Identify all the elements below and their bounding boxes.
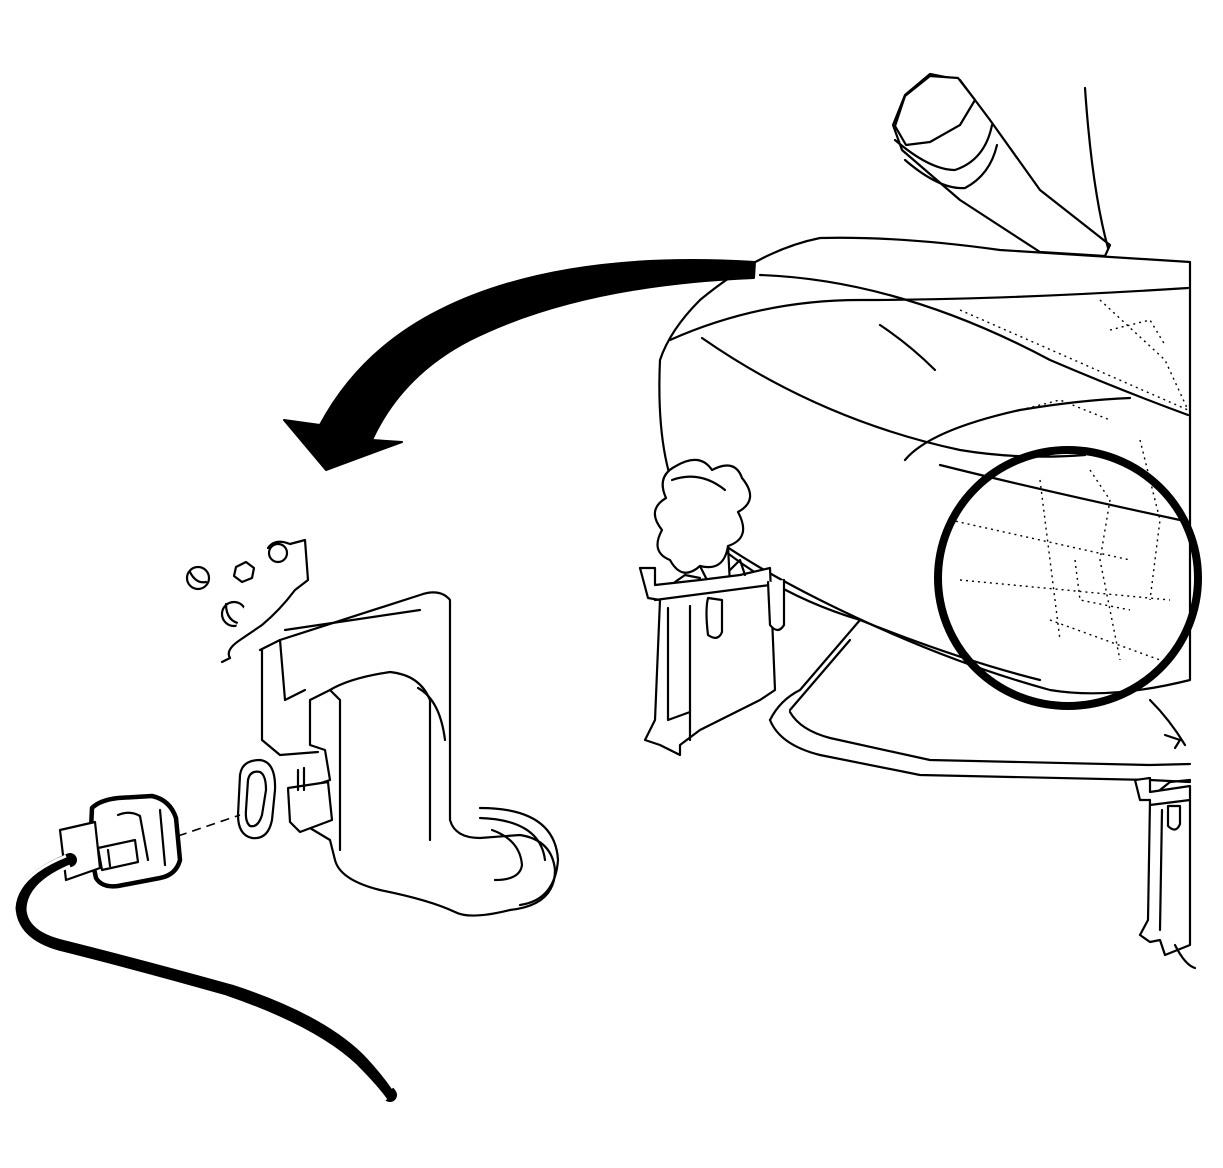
magnify-circle-icon — [934, 446, 1202, 710]
sensor-bracket — [185, 538, 560, 917]
tilt-knob — [653, 458, 752, 592]
lower-frame — [768, 618, 1192, 784]
curved-arrow-icon — [283, 259, 756, 471]
wire-icon — [12, 853, 397, 1102]
mounting-bracket-right — [1133, 776, 1197, 970]
mounting-bracket-left — [638, 558, 786, 757]
steering-column-cover — [658, 236, 1192, 695]
turn-signal-lever — [891, 72, 1112, 258]
connector-icon — [58, 793, 183, 889]
alignment-line — [177, 814, 241, 837]
